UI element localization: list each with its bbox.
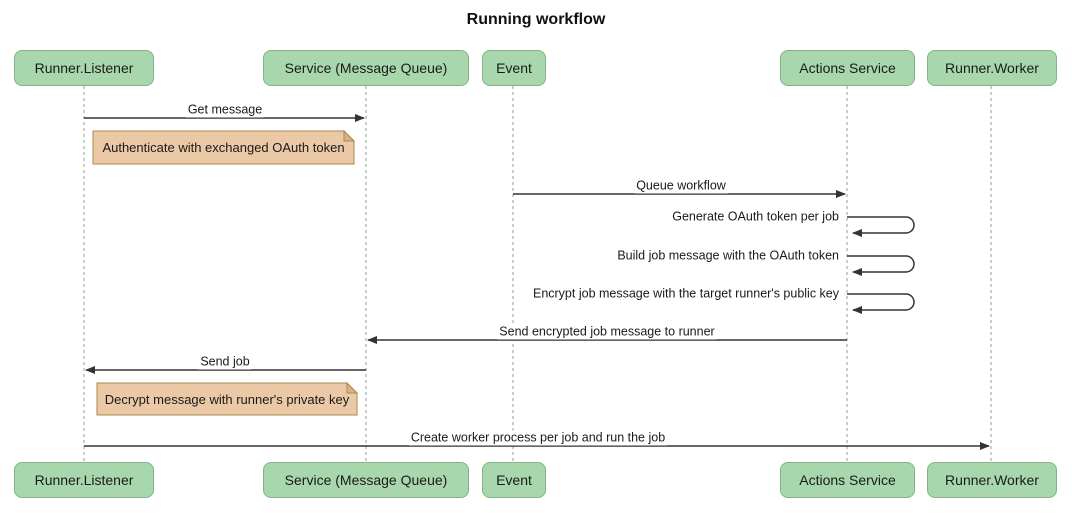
actor-label: Event (496, 60, 532, 76)
diagram-title: Running workflow (466, 11, 606, 28)
actor-bottom-runner-worker: Runner.Worker (927, 462, 1057, 498)
note-authenticate-text: Authenticate with exchanged OAuth token (102, 140, 345, 155)
actor-label: Runner.Worker (945, 472, 1039, 488)
actor-label: Runner.Listener (34, 472, 134, 488)
actor-label: Actions Service (799, 472, 896, 488)
self-loop-build-job-message (847, 255, 915, 276)
actor-label: Service (Message Queue) (284, 60, 448, 76)
actor-top-actions-service: Actions Service (780, 50, 915, 86)
actor-label: Actions Service (799, 60, 896, 76)
actor-bottom-event: Event (482, 462, 546, 498)
actor-bottom-runner-listener: Runner.Listener (14, 462, 154, 498)
actor-top-runner-worker: Runner.Worker (927, 50, 1057, 86)
actor-label: Event (496, 472, 532, 488)
note-shapes (92, 129, 359, 416)
self-loop-encrypt-job-message (847, 293, 915, 314)
message-label-generate-oauth-token: Generate OAuth token per job (670, 209, 841, 225)
message-label-send-job: Send job (198, 354, 252, 370)
actor-label: Service (Message Queue) (284, 472, 448, 488)
message-label-build-job-message: Build job message with the OAuth token (615, 248, 841, 264)
message-label-encrypt-job-message: Encrypt job message with the target runn… (530, 286, 841, 302)
self-loop-generate-oauth-token (847, 216, 915, 237)
message-label-queue-workflow: Queue workflow (634, 178, 728, 194)
message-label-create-worker-process: Create worker process per job and run th… (408, 430, 668, 446)
actor-bottom-service-message-queue: Service (Message Queue) (263, 462, 469, 498)
actor-bottom-actions-service: Actions Service (780, 462, 915, 498)
actor-top-service-message-queue: Service (Message Queue) (263, 50, 469, 86)
actor-top-runner-listener: Runner.Listener (14, 50, 154, 86)
actor-label: Runner.Listener (34, 60, 134, 76)
message-label-send-encrypted-job: Send encrypted job message to runner (497, 324, 717, 340)
message-label-get-message: Get message (185, 102, 265, 118)
note-decrypt-text: Decrypt message with runner's private ke… (104, 391, 350, 407)
actor-top-event: Event (482, 50, 546, 86)
actor-label: Runner.Worker (945, 60, 1039, 76)
